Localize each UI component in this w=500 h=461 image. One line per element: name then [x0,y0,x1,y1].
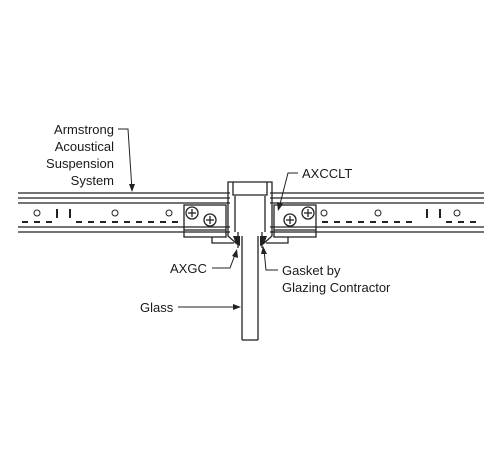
label-gasket: Gasket by Glazing Contractor [282,262,390,296]
rail-holes [33,209,461,217]
label-suspension-line-2: Acoustical [54,139,114,154]
glass-panel [241,236,259,341]
screw-icon [203,213,217,227]
label-gasket-line-1: Gasket by [282,263,341,278]
screw-icon [301,206,315,220]
label-glass: Glass [140,300,174,315]
label-axgc: AXGC [170,261,207,276]
label-suspension-system: Armstrong Acoustical Suspension System [14,121,114,189]
rail-vertical-slots [56,209,441,218]
label-suspension-line-4: System [70,173,114,188]
label-suspension-line-3: Suspension [46,156,114,171]
screw-icon [283,213,297,227]
label-suspension-line-1: Armstrong [54,122,114,137]
label-gasket-line-2: Glazing Contractor [282,280,391,295]
callout-leaders [118,128,298,310]
right-clip-bracket [266,204,317,244]
gasket-shapes [233,236,267,246]
left-clip-bracket [183,204,234,244]
label-axcclt: AXCCLT [302,166,353,181]
left-suspension-rail [18,192,230,233]
screw-icon [185,206,199,220]
right-suspension-rail [270,192,484,233]
